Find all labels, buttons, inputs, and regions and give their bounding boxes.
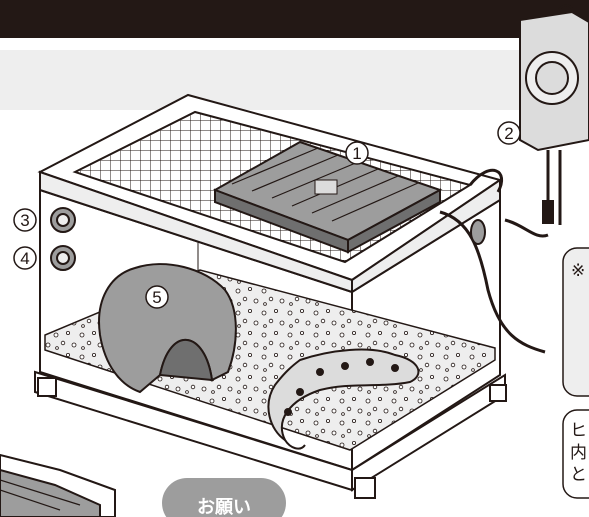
svg-text:1: 1 (352, 144, 361, 163)
svg-text:5: 5 (152, 288, 161, 307)
svg-text:4: 4 (20, 249, 29, 268)
notice-pill: お願い (162, 478, 286, 517)
heater-detail-inset (0, 455, 115, 517)
callout-2: 2 (498, 122, 520, 144)
svg-text:と: と (570, 465, 587, 485)
svg-text:2: 2 (504, 124, 513, 143)
svg-text:お願い: お願い (197, 497, 251, 517)
thermostat-device-icon (520, 5, 589, 150)
svg-text:※: ※ (571, 261, 585, 281)
side-note-box-bottom: ヒ 内 と (563, 410, 589, 498)
callout-4: 4 (14, 247, 36, 269)
svg-text:3: 3 (20, 211, 29, 230)
callout-5: 5 (146, 286, 168, 308)
side-note-box-top: ※ (563, 248, 589, 396)
rock-hide-illustration (99, 264, 236, 392)
svg-text:ヒ: ヒ (570, 421, 587, 441)
callout-3: 3 (14, 209, 36, 231)
callout-1: 1 (346, 142, 368, 164)
cable-plug (542, 200, 554, 224)
svg-text:内: 内 (570, 443, 587, 463)
